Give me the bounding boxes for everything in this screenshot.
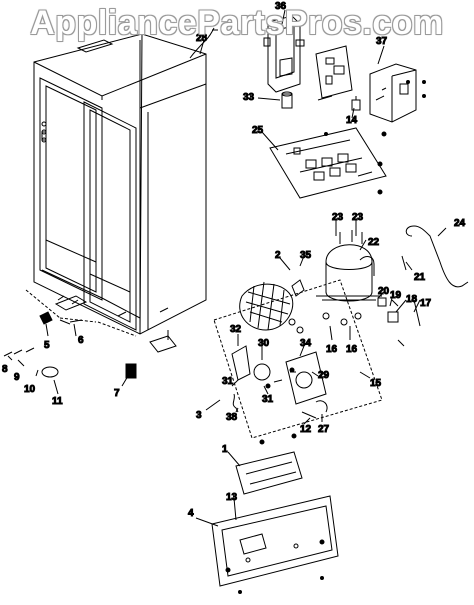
- callout-29: 29: [318, 370, 330, 381]
- callout-22: 22: [368, 237, 380, 248]
- callout-4: 4: [188, 508, 194, 519]
- site-watermark: AppliancePartsPros.com: [30, 4, 444, 42]
- callout-8: 8: [2, 364, 8, 375]
- control-bracket: [263, 15, 305, 93]
- callout-16a: 16: [326, 344, 338, 355]
- callout-38: 38: [226, 412, 238, 423]
- callout-37: 37: [376, 36, 388, 47]
- callout-30: 30: [258, 338, 270, 349]
- callout-35: 35: [300, 250, 312, 261]
- callout-3: 3: [196, 410, 202, 421]
- refrigerator-cabinet: [33, 33, 207, 335]
- callout-5: 5: [44, 340, 50, 351]
- callout-15: 15: [370, 378, 382, 389]
- callout-25: 25: [252, 125, 264, 136]
- callout-6: 6: [78, 335, 84, 346]
- callout-12: 12: [300, 424, 312, 435]
- callout-36: 36: [275, 1, 287, 12]
- callout-32: 32: [230, 324, 242, 335]
- callout-9: 9: [14, 372, 20, 383]
- callout-16b: 16: [346, 344, 358, 355]
- leader-lines: [7, 9, 447, 527]
- callout-17: 17: [420, 298, 432, 309]
- callout-13: 13: [226, 492, 238, 503]
- condenser-fan-grid: [239, 279, 305, 334]
- callout-24: 24: [454, 218, 466, 229]
- callout-11: 11: [52, 396, 63, 407]
- callout-19: 19: [390, 290, 402, 301]
- callout-1: 1: [222, 444, 228, 455]
- callout-23b: 23: [352, 212, 364, 223]
- pcb-board: [315, 45, 353, 101]
- sensor-part: [351, 96, 361, 111]
- capacitor-part: [281, 93, 293, 109]
- assembly-boundary: [213, 279, 383, 439]
- callout-28: 28: [196, 33, 208, 44]
- screws: [324, 80, 426, 195]
- callout-31a: 31: [222, 376, 234, 387]
- callout-34: 34: [300, 338, 312, 349]
- callout-labels: 36 28 37 33 14 25 23 23 22 24 2 35 21 20…: [2, 1, 467, 520]
- callout-33: 33: [243, 92, 255, 103]
- callout-14: 14: [346, 115, 358, 126]
- callout-2: 2: [275, 250, 281, 261]
- callout-31b: 31: [262, 394, 274, 405]
- clip-part: [401, 255, 407, 271]
- base-plate: [211, 495, 339, 594]
- callout-23a: 23: [332, 212, 344, 223]
- fan-motor-assembly: [231, 345, 328, 419]
- wire-harness: [189, 27, 218, 59]
- leg-assemblies: [3, 295, 177, 379]
- compressor: [316, 230, 382, 326]
- callout-10: 10: [24, 384, 36, 395]
- callout-18: 18: [406, 294, 418, 305]
- callout-20: 20: [378, 286, 390, 297]
- callout-7: 7: [114, 388, 120, 399]
- board-cover: [369, 63, 417, 123]
- callout-21: 21: [414, 272, 426, 283]
- callout-27: 27: [318, 424, 330, 435]
- compressor-bracket: [235, 433, 303, 495]
- relay-parts: [377, 297, 421, 347]
- control-panel: [269, 127, 387, 199]
- discharge-tube: [405, 225, 469, 288]
